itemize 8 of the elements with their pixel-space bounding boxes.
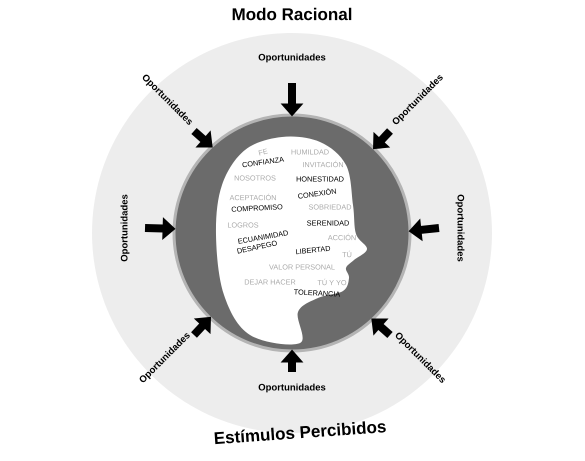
opportunity-label: Oportunidades bbox=[456, 194, 464, 262]
opportunity-label: Oportunidades bbox=[258, 54, 326, 62]
arrow bbox=[191, 316, 211, 338]
title: Modo Racional bbox=[232, 8, 352, 20]
opportunity-label: Oportunidades bbox=[258, 384, 326, 392]
opportunity-label: Oportunidades bbox=[120, 194, 130, 262]
arrow bbox=[373, 128, 393, 150]
caption: Estímulos Percibidos bbox=[214, 421, 386, 444]
